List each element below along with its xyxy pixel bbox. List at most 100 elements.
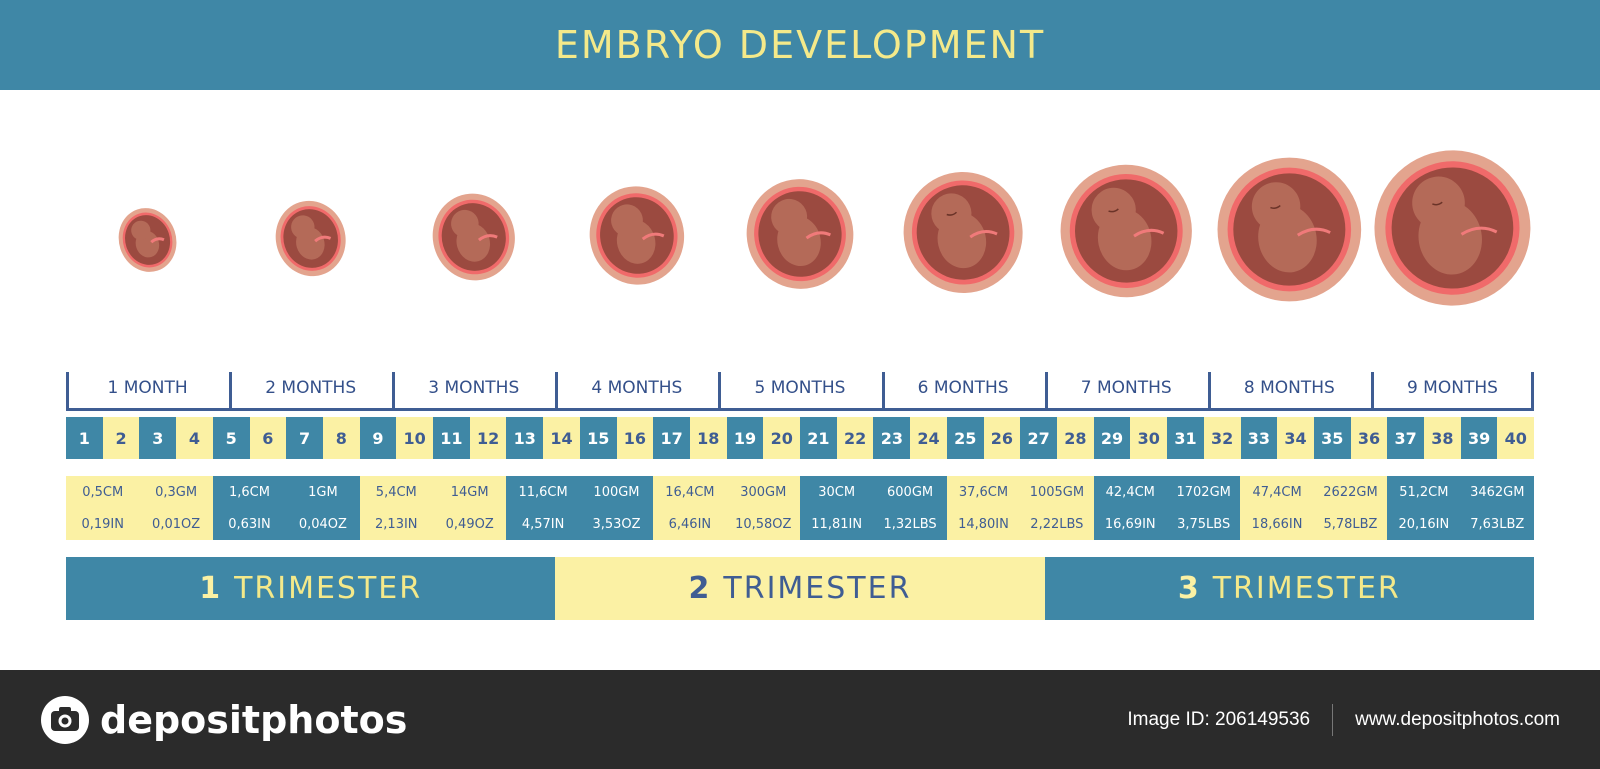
length-inches: 2,13IN	[375, 516, 418, 532]
embryo-month-2	[275, 200, 346, 277]
weight-imperial: 2,22LBS	[1030, 516, 1084, 532]
length-inches: 0,19IN	[81, 516, 124, 532]
length-cm: 37,6CM	[958, 484, 1009, 500]
week-cell: 28	[1056, 417, 1094, 459]
length-cm: 1,6CM	[229, 484, 270, 500]
week-cell: 40	[1497, 417, 1535, 459]
measurement-cell: 11,6CM 100GM 4,57IN 3,53OZ	[506, 476, 654, 540]
length-cm: 11,6CM	[518, 484, 568, 500]
weight-imperial: 7,63LBZ	[1470, 516, 1525, 532]
length-inches: 16,69IN	[1104, 516, 1156, 532]
weight-grams: 0,3GM	[155, 484, 198, 500]
week-cell: 12	[469, 417, 507, 459]
length-inches: 4,57IN	[521, 516, 565, 532]
week-cell: 13	[506, 417, 544, 459]
weight-grams: 3462GM	[1470, 484, 1525, 500]
length-cm: 42,4CM	[1105, 484, 1155, 500]
week-cell: 7	[286, 417, 323, 459]
month-label: 5 MONTHS	[754, 378, 846, 398]
weight-grams: 100GM	[593, 484, 640, 500]
weight-imperial: 0,49OZ	[445, 516, 494, 532]
weight-grams: 1005GM	[1029, 484, 1085, 500]
weight-grams: 2622GM	[1323, 484, 1378, 500]
trimester-label: TRIMESTER	[234, 571, 423, 606]
week-cell: 9	[359, 417, 397, 459]
week-cell: 30	[1130, 417, 1168, 459]
embryo-month-7	[1060, 164, 1192, 298]
month-tick	[1370, 372, 1374, 411]
weight-imperial: 3,75LBS	[1177, 516, 1231, 532]
week-cell: 1	[66, 417, 103, 459]
week-cell: 17	[653, 417, 690, 459]
trimester-number: 1	[199, 571, 223, 606]
week-cell: 5	[212, 417, 250, 459]
camera-icon	[41, 695, 89, 744]
measurement-cell: 37,6CM 1005GM 14,80IN 2,22LBS	[946, 476, 1094, 540]
brand-logo: depositphotos	[40, 695, 407, 745]
trimester-label: TRIMESTER	[723, 571, 912, 606]
weight-grams: 1702GM	[1176, 484, 1231, 500]
embryo-month-3	[432, 193, 515, 281]
week-cell: 18	[689, 417, 727, 459]
month-tick	[555, 372, 559, 411]
month-tick	[881, 372, 885, 411]
weight-grams: 14GM	[450, 484, 489, 500]
website-link[interactable]: www.depositphotos.com	[1355, 708, 1560, 730]
week-cell: 21	[800, 417, 837, 459]
month-tick	[1044, 372, 1048, 411]
page-title: EMBRYO DEVELOPMENT	[554, 23, 1046, 67]
footer-bar: depositphotos Image ID: 206149536 www.de…	[0, 670, 1600, 769]
length-inches: 0,63IN	[228, 516, 271, 532]
week-cell: 39	[1460, 417, 1498, 459]
week-cell: 20	[763, 417, 801, 459]
week-cell: 11	[433, 417, 470, 459]
image-id: Image ID: 206149536	[1127, 708, 1311, 730]
week-cell: 38	[1424, 417, 1461, 459]
week-cell: 6	[249, 417, 287, 459]
embryo-illustrations	[118, 150, 1531, 306]
week-cell: 34	[1277, 417, 1314, 459]
length-cm: 30CM	[818, 484, 856, 500]
week-cell: 32	[1203, 417, 1241, 459]
week-cell: 35	[1313, 417, 1351, 459]
length-cm: 16,4CM	[665, 484, 715, 500]
week-cell: 10	[396, 417, 434, 459]
weight-imperial: 3,53OZ	[592, 516, 641, 532]
weight-imperial: 5,78LBZ	[1323, 516, 1378, 532]
embryo-month-9	[1374, 150, 1531, 306]
weight-imperial: 1,32LBS	[883, 516, 937, 532]
embryo-month-4	[589, 186, 685, 285]
trimester-number: 2	[688, 571, 712, 606]
week-cell: 29	[1093, 417, 1131, 459]
week-cell: 19	[726, 417, 764, 459]
weight-grams: 1GM	[308, 484, 338, 500]
footer-meta: Image ID: 206149536 www.depositphotos.co…	[1127, 670, 1560, 769]
weight-grams: 300GM	[740, 484, 787, 500]
month-label: 9 MONTHS	[1406, 378, 1498, 398]
trimester-1: 1 TRIMESTER	[66, 557, 556, 620]
week-cell: 36	[1350, 417, 1388, 459]
week-cell: 22	[836, 417, 874, 459]
week-cell: 15	[579, 417, 617, 459]
week-cell: 23	[873, 417, 911, 459]
week-cell: 4	[176, 417, 213, 459]
month-tick	[718, 372, 722, 411]
length-inches: 18,66IN	[1251, 516, 1303, 532]
month-label: 4 MONTHS	[591, 378, 683, 398]
month-label: 3 MONTHS	[428, 378, 520, 398]
month-tick	[66, 372, 69, 411]
week-cell: 33	[1240, 417, 1278, 459]
month-tick	[1531, 372, 1534, 411]
measurement-cell: 42,4CM 1702GM 16,69IN 3,75LBS	[1093, 476, 1241, 540]
week-cell: 2	[102, 417, 140, 459]
week-cell: 25	[946, 417, 984, 459]
length-inches: 14,80IN	[958, 516, 1009, 532]
